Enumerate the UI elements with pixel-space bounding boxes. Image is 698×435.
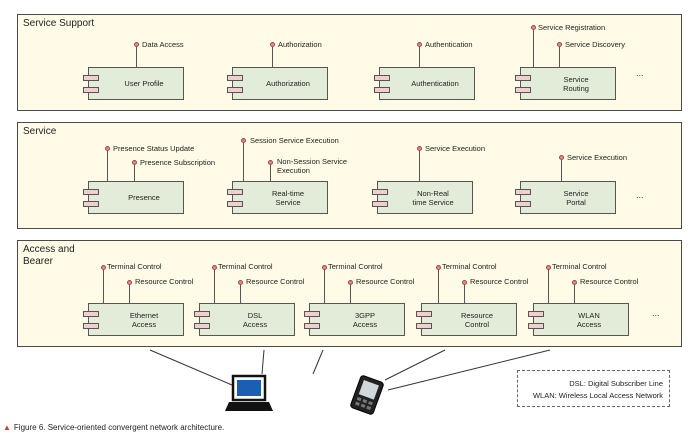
interface-label: Resource Control (356, 277, 415, 286)
interface-label: Service Registration (538, 23, 606, 32)
component-name: Non-Real time Service (412, 188, 454, 207)
more-components-ellipsis: ... (652, 308, 660, 318)
interface-ball (270, 42, 275, 47)
component-name: Presence (128, 193, 160, 202)
connection-line (387, 349, 551, 391)
connection-line (149, 349, 233, 386)
more-components-ellipsis: ... (636, 68, 644, 78)
interface-label: Terminal Control (328, 262, 383, 271)
interface-label: Service Execution (425, 144, 486, 153)
more-components-ellipsis: ... (636, 190, 644, 200)
interface-ball (462, 280, 467, 285)
interface-ball (531, 25, 536, 30)
component-name: Real-time Service (271, 188, 305, 207)
component-ethernet-access: Ethernet Access (83, 303, 184, 336)
component-wlan-access: WLAN Access (528, 303, 629, 336)
interface-label: Resource Control (580, 277, 639, 286)
interface-ball (436, 265, 441, 270)
interface-ball (212, 265, 217, 270)
interface-label: Resource Control (135, 277, 194, 286)
layer-title: Service (23, 126, 57, 137)
component-dsl-access: DSL Access (194, 303, 295, 336)
component-authentication: Authentication (374, 67, 475, 100)
component-user-profile: User Profile (83, 67, 184, 100)
interface-label: Terminal Control (107, 262, 162, 271)
component-presence: Presence (83, 181, 184, 214)
component-name: Service Portal (563, 188, 589, 207)
connection-line (261, 349, 265, 375)
interface-ball (417, 42, 422, 47)
interface-label: Authentication (425, 40, 473, 49)
component-name: Service Routing (563, 74, 589, 93)
caption-marker-icon: ▲ (3, 423, 11, 432)
component-service-portal: Service Portal (515, 181, 616, 214)
interface-label: Session Service Execution (250, 136, 339, 145)
layer-title: Service Support (23, 18, 95, 29)
pda-icon (350, 375, 384, 415)
interface-label: Resource Control (246, 277, 305, 286)
component-name: DSL Access (242, 310, 268, 329)
interface-label: Service Discovery (565, 40, 626, 49)
component-name: Ethernet Access (129, 310, 159, 329)
component-real-time-service: Real-time Service (227, 181, 328, 214)
interface-ball (546, 265, 551, 270)
interface-label: Terminal Control (552, 262, 607, 271)
interface-label: Non-Session Service Execution (277, 157, 348, 175)
component-3gpp-access: 3GPP Access (304, 303, 405, 336)
legend-entry: WLAN: Wireless Local Access Network (532, 391, 663, 400)
interface-label: Authorization (278, 40, 322, 49)
interface-ball (559, 155, 564, 160)
connection-line (384, 349, 446, 381)
interface-ball (101, 265, 106, 270)
component-resource-control: Resource Control (416, 303, 517, 336)
component-name: 3GPP Access (352, 310, 378, 329)
component-name: WLAN Access (576, 310, 602, 329)
component-authorization: Authorization (227, 67, 328, 100)
interface-ball (557, 42, 562, 47)
interface-ball (132, 160, 137, 165)
figure-caption: ▲Figure 6. Service-oriented convergent n… (3, 423, 224, 432)
component-name: Authorization (266, 79, 310, 88)
interface-label: Terminal Control (218, 262, 273, 271)
abbreviation-legend: DSL: Digital Subscriber Line WLAN: Wirel… (517, 370, 670, 407)
component-non-real-time-service: Non-Real time Service (372, 181, 473, 214)
connection-line (312, 349, 324, 375)
component-name: User Profile (124, 79, 164, 88)
interface-ball (127, 280, 132, 285)
legend-entry: DSL: Digital Subscriber Line (569, 379, 663, 388)
interface-ball (268, 160, 273, 165)
caption-text: Figure 6. Service-oriented convergent ne… (13, 423, 225, 432)
laptop-icon (225, 374, 273, 411)
interface-label: Terminal Control (442, 262, 497, 271)
interface-ball (134, 42, 139, 47)
interface-ball (322, 265, 327, 270)
interface-label: Presence Status Update (113, 144, 195, 153)
interface-ball (572, 280, 577, 285)
interface-ball (241, 138, 246, 143)
component-name: Resource Control (460, 310, 494, 329)
interface-label: Presence Subscription (140, 158, 216, 167)
interface-ball (348, 280, 353, 285)
layer-title: Access and Bearer (23, 244, 75, 267)
interface-label: Resource Control (470, 277, 529, 286)
component-name: Authentication (411, 79, 459, 88)
interface-label: Data Access (142, 40, 184, 49)
interface-ball (105, 146, 110, 151)
interface-label: Service Execution (567, 153, 628, 162)
interface-ball (238, 280, 243, 285)
component-service-routing: Service Routing (515, 67, 616, 100)
interface-ball (417, 146, 422, 151)
